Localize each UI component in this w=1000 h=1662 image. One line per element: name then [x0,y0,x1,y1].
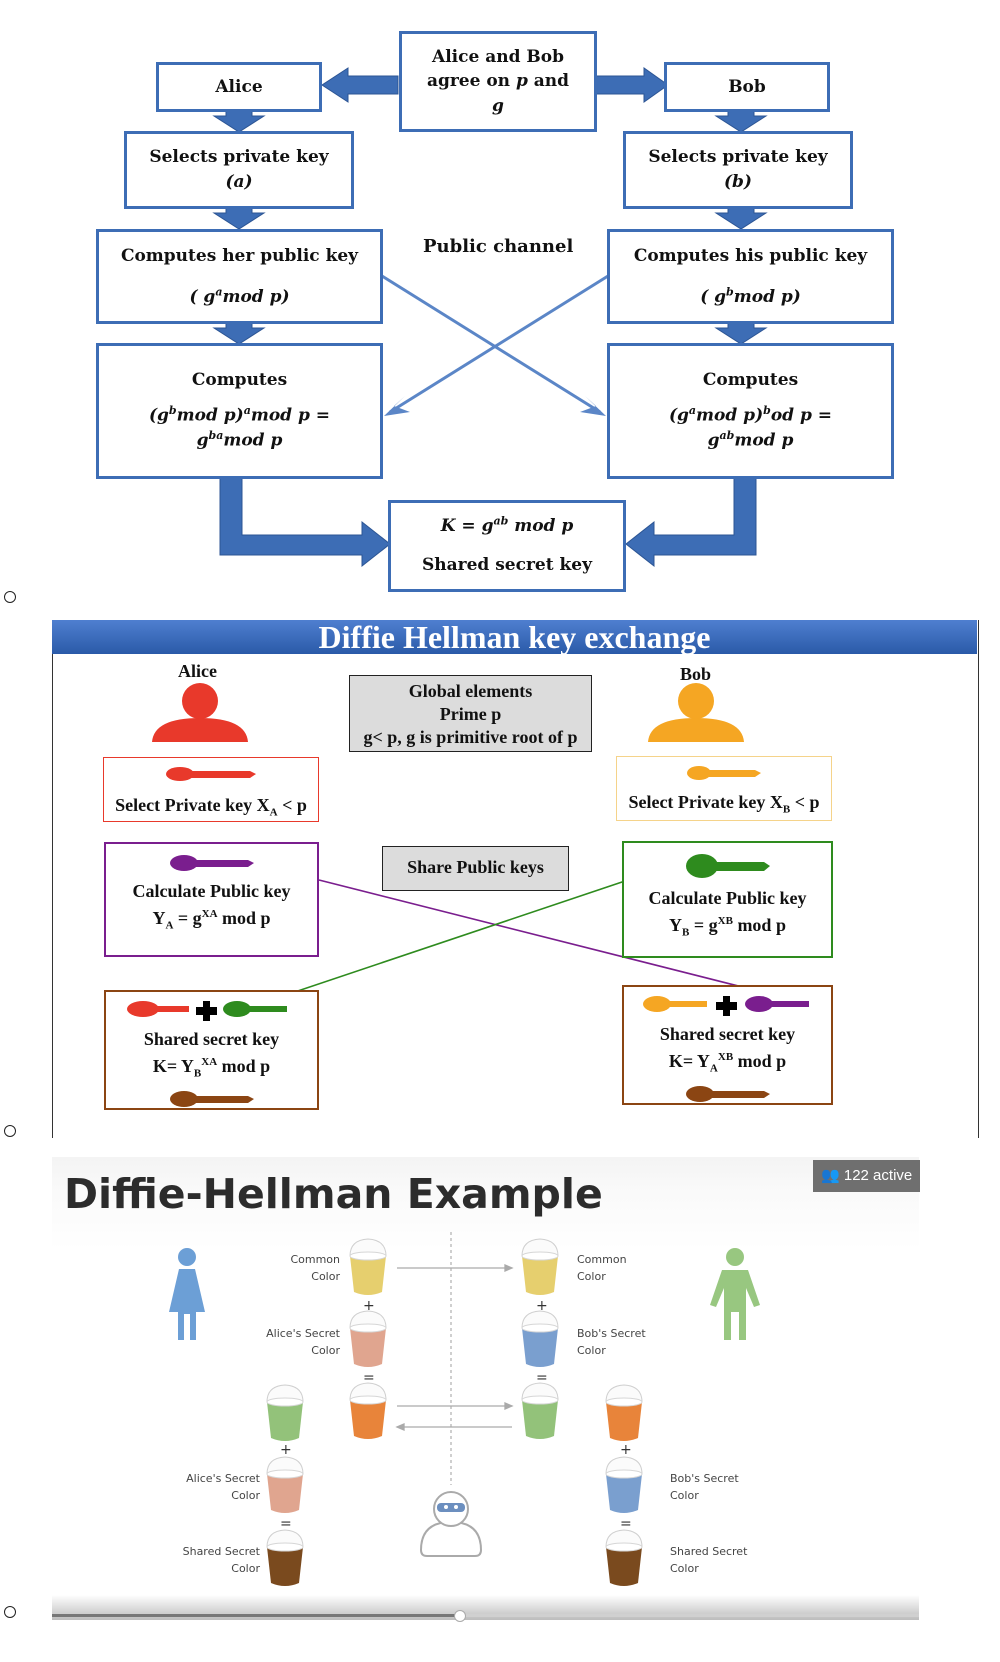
video-progress-fill [52,1614,459,1617]
orange-key-icon [687,766,761,780]
cross-line-bob-to-alice [389,274,609,414]
bob-person-icon [648,683,744,742]
alice-public-box: Calculate Public key YA = gXA mod p [104,842,319,957]
brown-key-icon [169,1090,254,1107]
figure3-panel [52,1157,919,1620]
agree-line3: g [492,95,504,116]
alice-person-icon [152,683,248,742]
bob-box: Bob [664,62,830,112]
active-users-badge: 👥 122 active [813,1160,920,1192]
figure2-title: Diffie Hellman key exchange [52,620,977,654]
alice-secret-cup-2 [266,1456,304,1513]
common-paint-cup-left [349,1238,387,1295]
bob-mix-cup-center [521,1382,559,1439]
users-icon: 👥 [821,1167,840,1184]
public-channel-label: Public channel [423,236,574,257]
bob-key-combination-icon [642,996,809,1016]
cross-arrowhead-right [580,396,606,416]
alice-computes-box: Computes (gbmod p)amod p = gbamod p [96,343,383,479]
alice-mix-cup-bob [605,1384,643,1441]
alice-name: Alice [178,661,217,681]
purple-key-icon [169,855,254,871]
list-bullet [4,1606,16,1618]
list-bullet [4,1125,16,1137]
equals-sign: = [280,1516,292,1532]
arrow-agree-to-bob [595,67,669,103]
alice-select-box: Selects private key (a) [124,131,354,209]
eavesdropper-icon [419,1491,483,1557]
arrow-bob-to-key [625,477,757,568]
plus-sign: + [280,1442,292,1458]
bob-private-box: Select Private key XB < p [616,756,832,821]
alice-figure-icon [169,1248,205,1340]
shared-secret-cup-right [605,1529,643,1586]
cross-line-alice-to-bob [381,274,601,414]
video-progress-handle[interactable] [454,1610,466,1622]
purple-share-line [318,879,767,994]
alice-shared-box: Shared secret key K= YBXA mod p [104,990,319,1110]
plus-sign: + [536,1298,548,1314]
bob-select-box: Selects private key (b) [623,131,853,209]
bob-secret-cup [521,1310,559,1367]
alice-secret-cup [349,1310,387,1367]
video-progress-bar[interactable] [52,1614,919,1617]
share-public-keys-box: Share Public keys [382,846,569,891]
figure3-title: Diffie-Hellman Example [64,1170,603,1218]
brown-key-icon [685,1085,770,1102]
alice-key-combination-icon [126,1001,287,1021]
agree-line2: agree on p and [426,71,570,92]
green-share-line [261,880,626,1004]
alice-private-box: Select Private key XA < p [103,757,319,822]
agree-box: Alice and Bob agree on p and g [399,31,597,132]
bob-public-box: Calculate Public key YB = gXB mod p [622,841,833,958]
alice-box: Alice [156,62,322,112]
alice-mix-cup [349,1382,387,1439]
equals-sign: = [620,1516,632,1532]
agree-line1: Alice and Bob [432,46,564,67]
bob-shared-box: Shared secret key K= YAXB mod p [622,985,833,1105]
bob-mix-cup-alice [266,1384,304,1441]
red-key-icon [166,767,256,781]
green-key-icon [685,854,770,878]
bob-figure-icon [710,1248,760,1340]
plus-sign: + [620,1442,632,1458]
common-paint-cup-right [521,1238,559,1295]
arrow-alice-to-key [219,477,391,568]
equals-sign: = [536,1370,548,1386]
bob-secret-cup-2 [605,1456,643,1513]
bob-compute-box: Computes his public key ( gbmod p) [607,229,894,324]
list-bullet [4,591,16,603]
bob-computes-box: Computes (gamod p)bod p = gabmod p [607,343,894,479]
equals-sign: = [363,1370,375,1386]
shared-secret-cup-left [266,1529,304,1586]
alice-compute-box: Computes her public key ( gamod p) [96,229,383,324]
shared-key-box: K = gab mod p Shared secret key [388,500,626,592]
global-elements-box: Global elements Prime p g< p, g is primi… [349,675,592,752]
cross-arrowhead-left [384,396,410,416]
arrow-agree-to-alice [321,67,399,103]
plus-sign: + [363,1298,375,1314]
bob-name: Bob [680,664,712,684]
